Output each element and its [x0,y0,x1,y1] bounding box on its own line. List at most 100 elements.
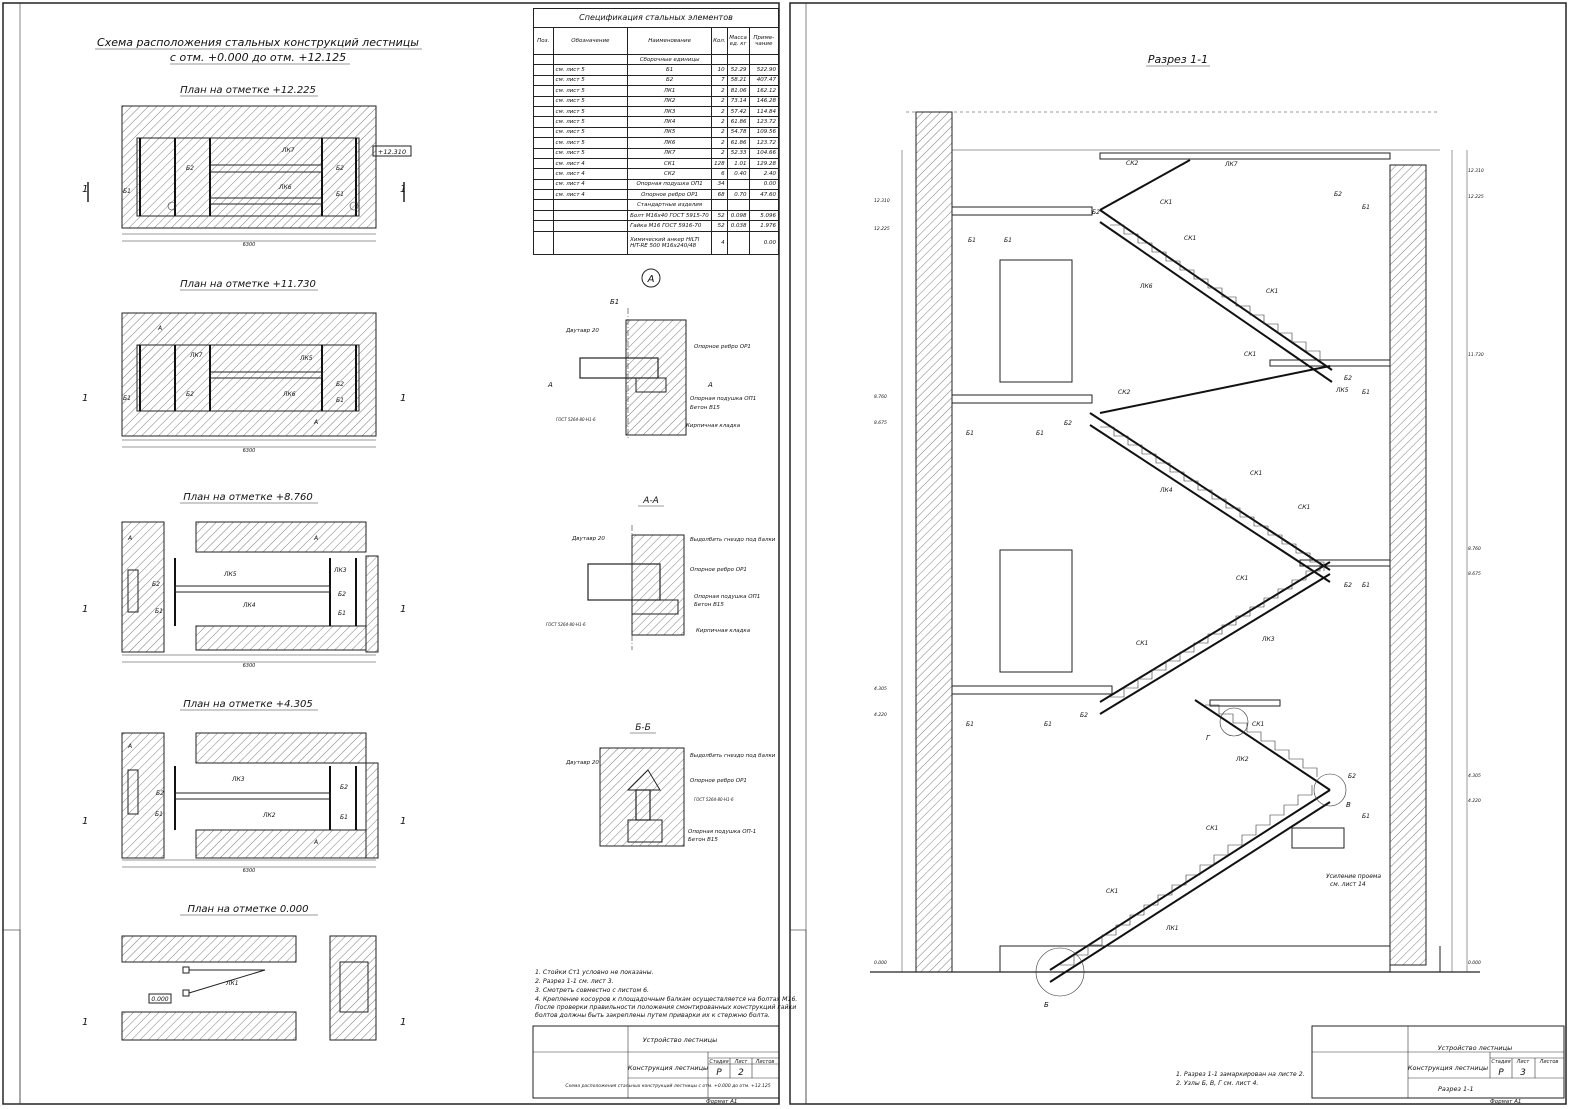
spec-cell: см. лист 4 [552,168,629,180]
stamp-project: Устройство лестницы [1438,1044,1512,1052]
spec-cell: Стандартные изделия [627,199,713,211]
node-label-rib: Опорное ребро ОР1 [694,344,751,350]
node-a: А Двутавр 20 Опорное ребро ОР1 Опорная п… [547,268,756,440]
label-sk1: СК1 [1136,640,1148,647]
cut-mark: А [547,381,553,389]
label-b2: Б2 [336,381,344,388]
section-mark: 1 [82,604,88,615]
level-mark: 4.305 [874,686,887,692]
left-title-line1: Схема расположения стальных конструкций … [97,36,419,49]
section-mark: 1 [82,816,88,827]
note-line: 4. Крепление косоуров к площадочным балк… [535,995,797,1003]
plan-title: План на отметке +4.305 [183,699,312,710]
label-lk7: ЛК7 [281,147,295,154]
label-sk1: СК1 [1206,825,1218,832]
stamp-stage-header: Стадия [1491,1059,1510,1065]
stamp-sheet: 3 [1520,1068,1526,1078]
label-b2: Б2 [1348,773,1356,780]
level-mark: 4.220 [1468,798,1481,804]
plan-title: План на отметке +11.730 [180,279,316,290]
spec-cell [748,53,780,66]
plan-0000: План на отметке 0.000 ЛК1 0.000 1 1 [82,904,406,1041]
spec-header-cell: Поз. [533,27,554,55]
stamp-stage: Р [1498,1068,1504,1078]
right-title: Разрез 1-1 [1148,53,1208,66]
note-line: 2. Узлы Б, В, Г см. лист 4. [1176,1080,1258,1087]
stamp-sheet-header: Лист [1516,1059,1531,1065]
label-lk4: ЛК4 [1159,487,1173,494]
label-lk1: ЛК1 [225,980,239,987]
node-label-beam: Двутавр 20 [565,760,599,766]
spec-cell: ЛК5 [627,126,713,139]
label-lk6: ЛК6 [278,184,292,191]
section-mark: 1 [400,816,406,827]
label-sk1: СК1 [1250,470,1262,477]
label-b1: Б1 [338,610,346,617]
spec-cell: см. лист 4 [552,178,629,191]
spec-table-wrap: Спецификация стальных элементов Поз. Обо… [533,8,780,255]
spec-cell [533,105,554,118]
node-label-beam: Двутавр 20 [571,536,605,542]
node-label-concrete: Бетон В15 [694,602,724,608]
section-aa: А-А Двутавр 20 Выдолбить гнездо под балк… [546,496,776,650]
sheet-frame-left [2,2,780,1105]
note-line: 1. Стойки Ст1 условно не показаны. [535,969,654,976]
spec-cell [552,220,629,232]
spec-cell: см. лист 5 [552,116,629,128]
label-a: А [157,325,162,332]
label-b2: Б2 [1080,712,1088,719]
label-lk3: ЛК3 [333,567,347,574]
spec-cell [533,74,554,87]
node-label-pad: Опорная подушка ОП-1 [688,829,756,835]
spec-cell [533,53,554,66]
spec-cell [533,126,554,139]
level-mark: 8.675 [1468,571,1481,577]
overall-dimension: 6300 [243,242,256,248]
spec-cell [533,116,554,128]
title-block-right: Устройство лестницы Конструкция лестницы… [1311,1025,1565,1105]
label-b1: Б1 [123,395,131,402]
spec-cell [533,220,554,232]
label-b1: Б1 [966,721,974,728]
spec-cell: 123.72 [748,137,780,149]
section-aa-title: А-А [642,496,659,506]
node-label-socket: Выдолбить гнездо под балки [690,753,776,759]
plan-11730: План на отметке +11.730 ЛК7 ЛК5 ЛК6 Б1 Б… [82,279,406,454]
label-b2: Б2 [186,391,194,398]
spec-cell: 52.29 [726,64,750,76]
spec-cell [552,230,629,255]
section-mark: 1 [400,393,406,404]
spec-cell: см. лист 5 [552,126,629,139]
label-lk2: ЛК2 [262,812,276,819]
node-label-concrete: Бетон В15 [688,837,718,843]
spec-cell [533,64,554,76]
level-mark: 4.220 [874,712,887,718]
plan-title: План на отметке 0.000 [187,904,308,915]
stamp-part: Конструкция лестницы [1408,1064,1488,1072]
spec-cell [552,209,629,222]
spec-cell: 2.40 [748,168,780,180]
spec-cell: см. лист 5 [552,147,629,159]
spec-cell: 47.60 [748,189,780,201]
label-b2: Б2 [1344,375,1352,382]
label-a: А [127,743,132,750]
node-label-gost: ГОСТ 5264-80-Н1-6 [694,797,734,802]
spec-cell: 407.47 [748,74,780,87]
spec-cell [711,53,728,66]
title-block-left: Устройство лестницы Конструкция лестницы… [532,1025,780,1105]
spec-cell [726,230,750,255]
spec-group-row: Сборочные единицы [533,53,780,66]
spec-cell: 2 [711,85,728,97]
section-mark: 1 [82,393,88,404]
reinforce-note: Усиление проема [1326,873,1381,880]
spec-cell: 123.72 [748,116,780,128]
label-lk7: ЛК7 [1224,161,1238,168]
level-mark: 4.305 [1468,773,1481,779]
level-mark: 0.000 [1468,960,1481,966]
